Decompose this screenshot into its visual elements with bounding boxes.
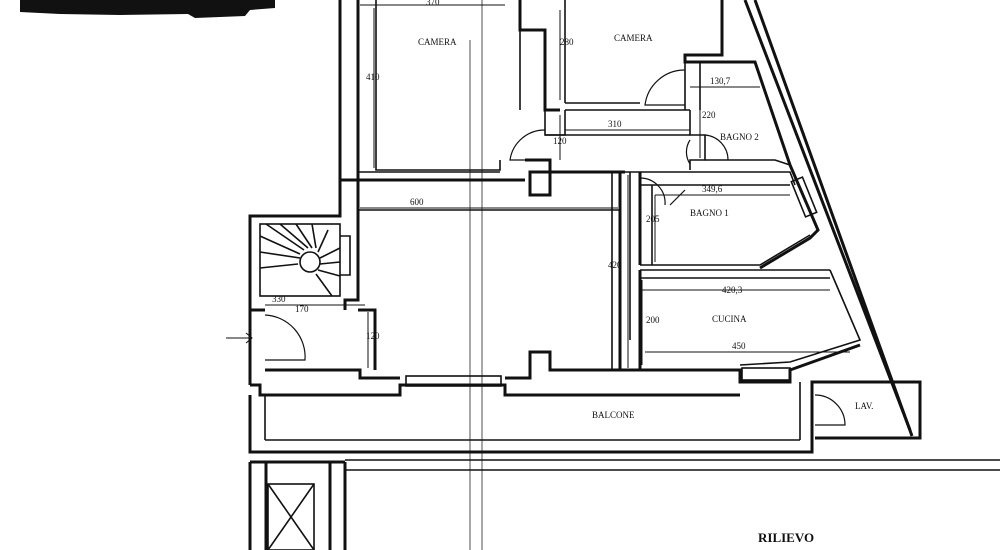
entry-arrow-icon <box>226 332 253 344</box>
redaction-mark <box>20 0 275 18</box>
dim-entry-depth: 120 <box>366 331 380 341</box>
dim-bagno2-depth: 220 <box>702 110 716 120</box>
room-label-lav: LAV. <box>855 401 873 411</box>
outer-walls <box>248 0 1000 550</box>
dim-living-depth: 420 <box>608 260 622 270</box>
room-label-cucina: CUCINA <box>712 314 747 324</box>
axis-lines <box>469 0 483 550</box>
room-label-bagno-1: BAGNO 1 <box>690 208 729 218</box>
dimension-lines <box>265 4 850 368</box>
room-label-bagno-2: BAGNO 2 <box>720 132 759 142</box>
dim-bagno1-depth: 205 <box>646 214 660 224</box>
doors <box>264 69 846 426</box>
room-label-camera-1: CAMERA <box>418 37 457 47</box>
staircase <box>259 223 341 297</box>
dim-entry-total: 330 <box>272 294 286 304</box>
dim-cucina-width-bottom: 450 <box>732 341 746 351</box>
interior-walls <box>250 0 862 387</box>
dim-corridor-depth: 120 <box>553 136 567 146</box>
dim-cucina-width-top: 420,3 <box>722 285 743 295</box>
dim-living-width: 600 <box>410 197 424 207</box>
room-label-camera-2: CAMERA <box>614 33 653 43</box>
room-label-balcone: BALCONE <box>592 410 635 420</box>
dim-cucina-depth: 200 <box>646 315 660 325</box>
dim-camera1-width: 370 <box>426 0 440 7</box>
dim-bagno1-width: 349,6 <box>702 184 723 194</box>
dim-camera1-depth: 410 <box>366 72 380 82</box>
dim-camera2-depth: 280 <box>560 37 574 47</box>
dim-bagno2-width: 130,7 <box>710 76 731 86</box>
drawing-title: RILIEVO <box>758 530 814 545</box>
dim-entry-width: 170 <box>295 304 309 314</box>
dim-corridor-width: 310 <box>608 119 622 129</box>
